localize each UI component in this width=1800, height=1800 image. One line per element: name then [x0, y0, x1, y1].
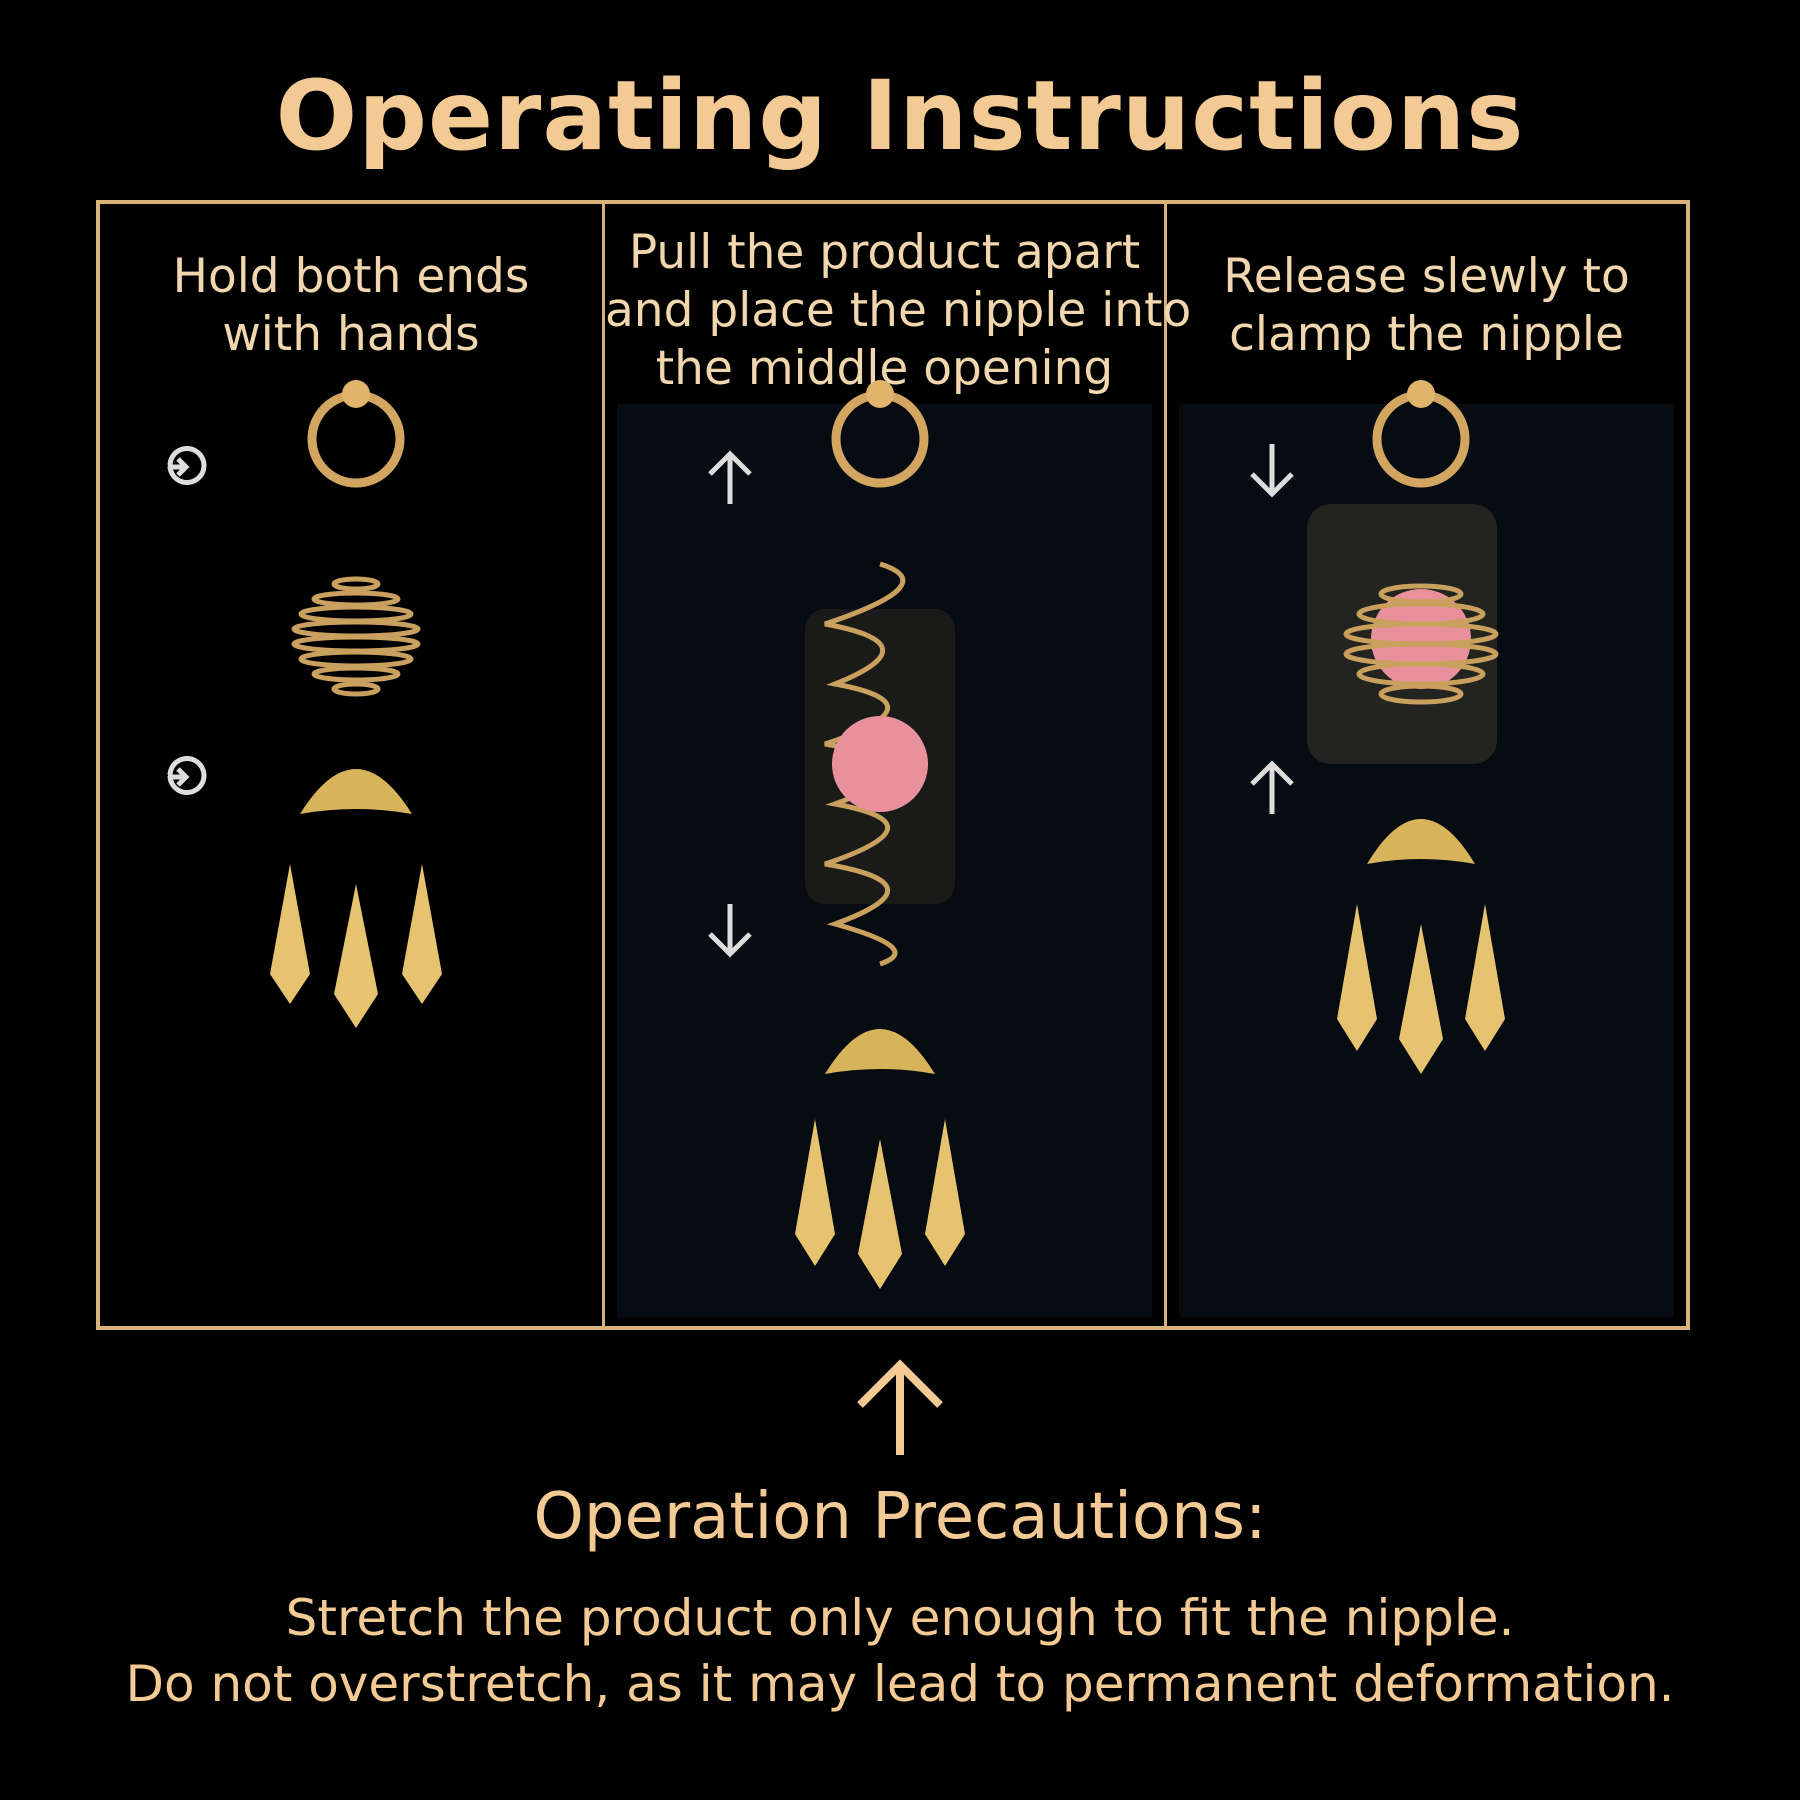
step-1-line-2: with hands	[222, 307, 480, 362]
precautions-line-1: Stretch the product only enough to fit t…	[285, 1589, 1515, 1647]
step-3-line-1: Release slewly to	[1223, 249, 1630, 304]
precautions-title: Operation Precautions:	[533, 1480, 1267, 1554]
step-panel-1: Hold both ends with hands	[100, 204, 602, 1326]
step-panel-3: Release slewly to clamp the nipple	[1167, 204, 1686, 1326]
step-1-line-1: Hold both ends	[172, 249, 530, 304]
up-arrow-icon	[708, 450, 752, 504]
precautions-body: Stretch the product only enough to fit t…	[0, 1585, 1800, 1717]
step-panel-2: Pull the product apart and place the nip…	[605, 204, 1192, 1326]
panel-divider-1	[602, 204, 605, 1326]
step-3-text: Release slewly to clamp the nipple	[1167, 248, 1686, 364]
clamp-stretched-illustration	[708, 380, 965, 1289]
step-3-line-2: clamp the nipple	[1229, 307, 1624, 362]
steps-frame	[96, 200, 1690, 1330]
step-2-line-2: and place the nipple into	[605, 283, 1192, 338]
clamp-closed-illustration	[167, 380, 442, 1028]
precaution-up-arrow-icon	[857, 1359, 943, 1455]
precautions-line-2: Do not overstretch, as it may lead to pe…	[125, 1655, 1675, 1713]
step-2-line-1: Pull the product apart	[628, 225, 1141, 280]
up-arrow-icon	[1250, 760, 1294, 814]
step-2-text: Pull the product apart and place the nip…	[605, 224, 1192, 398]
panel-divider-2	[1164, 204, 1167, 1326]
down-arrow-icon	[708, 904, 752, 958]
down-arrow-icon	[1250, 444, 1294, 498]
clamp-released-illustration	[1250, 380, 1505, 1074]
step-1-text: Hold both ends with hands	[100, 248, 602, 364]
page-title: Operating Instructions	[275, 60, 1525, 172]
hold-marker-icon	[167, 446, 207, 795]
